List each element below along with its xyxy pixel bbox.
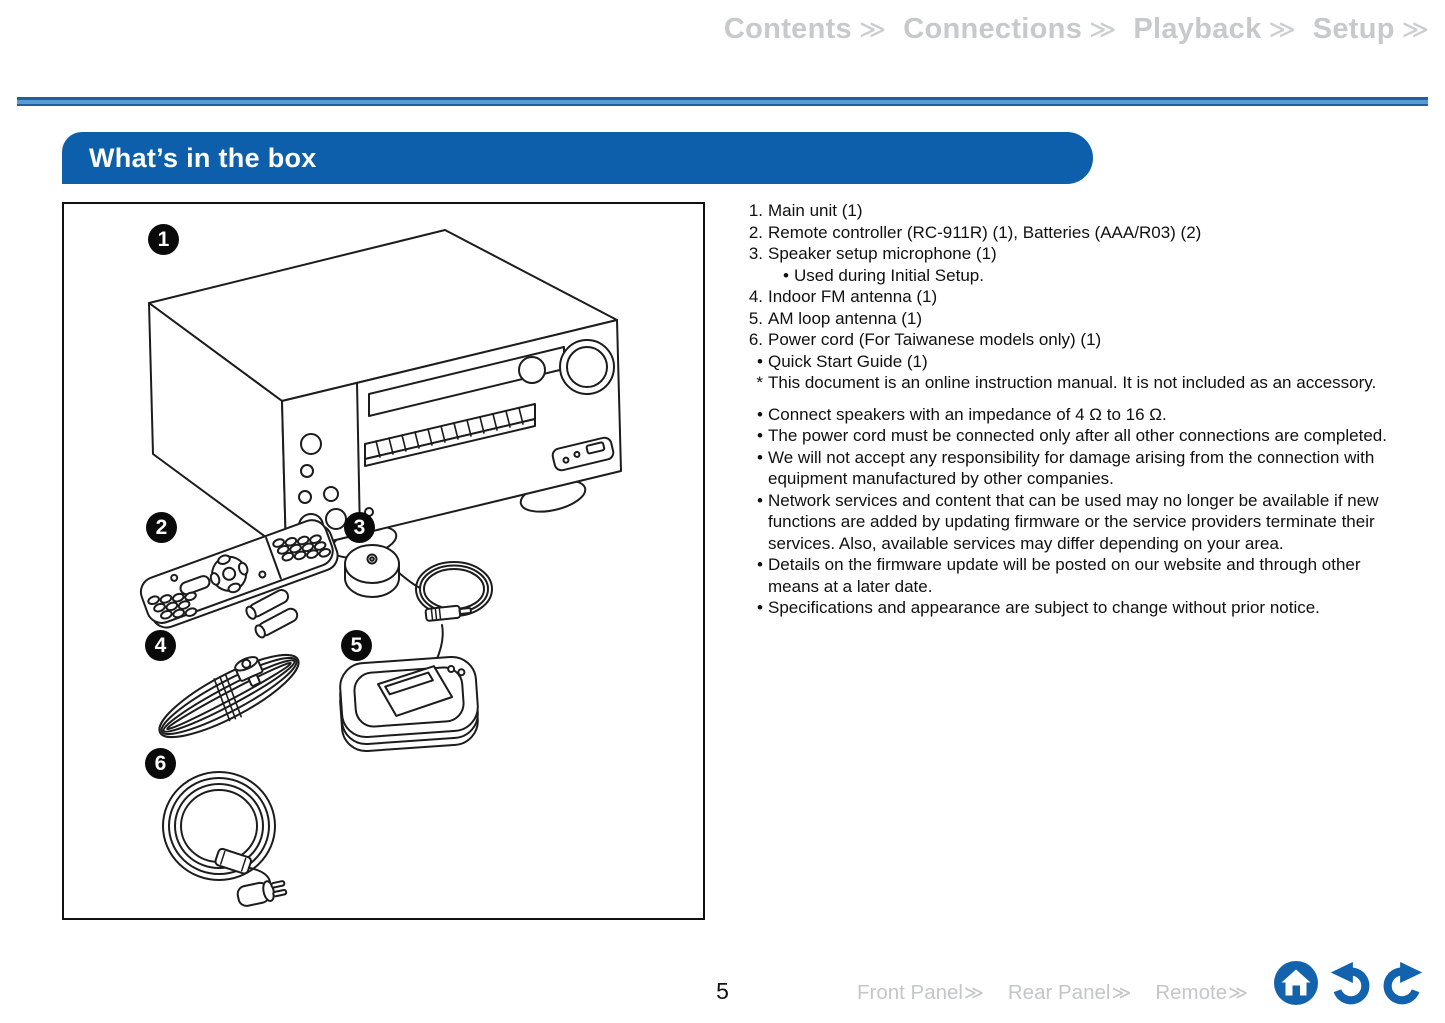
microphone-drawing bbox=[344, 544, 493, 622]
top-nav: Contents ≫ Connections ≫ Playback ≫ Setu… bbox=[724, 13, 1429, 46]
note-item: • We will not accept any responsibility … bbox=[742, 447, 1390, 490]
list-marker: 4. bbox=[748, 287, 763, 306]
chevron-right-icon: ≫ bbox=[963, 982, 984, 1004]
footer-link-rear-panel[interactable]: Rear Panel ≫ bbox=[1008, 981, 1131, 1005]
footer-link-label: Rear Panel bbox=[1007, 981, 1111, 1004]
receiver-drawing bbox=[148, 229, 622, 559]
chevron-right-icon: ≫ bbox=[1401, 15, 1429, 45]
notes-list: • Connect speakers with an impedance of … bbox=[742, 404, 1390, 619]
bullet-marker: • bbox=[757, 555, 763, 574]
fm-antenna-drawing bbox=[158, 653, 300, 739]
footer-icons bbox=[1272, 959, 1426, 1007]
chevron-right-icon: ≫ bbox=[858, 15, 887, 45]
accessories-illustration bbox=[139, 229, 622, 907]
bullet-marker: • bbox=[757, 598, 763, 617]
list-marker: 3. bbox=[748, 244, 763, 263]
note-text: Details on the firmware update will be p… bbox=[768, 555, 1361, 596]
note-text: The power cord must be connected only af… bbox=[768, 426, 1387, 445]
note-text: Network services and content that can be… bbox=[768, 490, 1379, 553]
chevron-right-icon: ≫ bbox=[1089, 15, 1117, 45]
section-header: What’s in the box bbox=[62, 132, 1093, 184]
note-item: • Specifications and appearance are subj… bbox=[742, 597, 1390, 619]
list-text: AM loop antenna (1) bbox=[768, 308, 923, 328]
list-text: Quick Start Guide (1) bbox=[768, 351, 928, 371]
list-marker: 1. bbox=[748, 201, 763, 220]
figure-box: 1 2 3 4 5 6 bbox=[62, 202, 705, 920]
nav-item-contents[interactable]: Contents ≫ bbox=[724, 13, 886, 46]
list-item: 5. AM loop antenna (1) bbox=[742, 308, 1390, 330]
list-text: Indoor FM antenna (1) bbox=[768, 287, 938, 306]
note-item: • Connect speakers with an impedance of … bbox=[742, 404, 1390, 426]
list-item: 4. Indoor FM antenna (1) bbox=[742, 286, 1390, 308]
list-item: 1. Main unit (1) bbox=[742, 200, 1390, 222]
list-marker: * bbox=[756, 373, 763, 392]
list-item-footnote: * This document is an online instruction… bbox=[742, 372, 1390, 394]
nav-item-label: Setup bbox=[1312, 13, 1395, 45]
list-marker: 2. bbox=[748, 222, 763, 242]
item-badge-1: 1 bbox=[148, 224, 179, 255]
list-marker: • bbox=[783, 265, 789, 285]
header-rule bbox=[17, 97, 1428, 106]
chevron-right-icon: ≫ bbox=[1268, 15, 1296, 45]
item-badge-6: 6 bbox=[145, 748, 176, 779]
remote-drawing bbox=[139, 519, 339, 639]
bullet-marker: • bbox=[757, 404, 763, 424]
section-title: What’s in the box bbox=[89, 142, 317, 173]
item-badge-5: 5 bbox=[341, 630, 372, 661]
note-text: Connect speakers with an impedance of 4 … bbox=[768, 404, 1167, 424]
note-text: Specifications and appearance are subjec… bbox=[768, 598, 1320, 617]
list-item: • Quick Start Guide (1) bbox=[742, 351, 1390, 373]
note-item: • Network services and content that can … bbox=[742, 490, 1390, 555]
item-badge-4: 4 bbox=[145, 630, 176, 661]
footer-links: Front Panel ≫ Rear Panel ≫ Remote ≫ bbox=[857, 981, 1248, 1005]
item-badge-3: 3 bbox=[344, 512, 375, 543]
power-cord-drawing bbox=[162, 771, 288, 907]
list-marker: 6. bbox=[748, 330, 763, 349]
redo-icon[interactable] bbox=[1380, 959, 1426, 1007]
nav-item-label: Contents bbox=[723, 13, 852, 45]
footer-link-label: Front Panel bbox=[857, 981, 963, 1004]
item-badge-2: 2 bbox=[146, 512, 177, 543]
nav-item-playback[interactable]: Playback ≫ bbox=[1133, 13, 1295, 46]
bullet-marker: • bbox=[757, 447, 763, 467]
list-text: Remote controller (RC-911R) (1), Batteri… bbox=[768, 222, 1202, 242]
nav-item-label: Connections bbox=[903, 13, 1083, 45]
nav-item-setup[interactable]: Setup ≫ bbox=[1313, 13, 1429, 46]
list-item-sub: • Used during Initial Setup. bbox=[768, 265, 1390, 287]
list-text: Used during Initial Setup. bbox=[794, 265, 984, 285]
note-item: • The power cord must be connected only … bbox=[742, 425, 1390, 447]
chevron-right-icon: ≫ bbox=[1228, 982, 1248, 1004]
list-item: 3. Speaker setup microphone (1) bbox=[742, 243, 1390, 265]
list-text: Speaker setup microphone (1) bbox=[768, 244, 997, 263]
bullet-marker: • bbox=[757, 490, 763, 510]
nav-item-connections[interactable]: Connections ≫ bbox=[903, 13, 1116, 46]
home-icon[interactable] bbox=[1272, 959, 1320, 1007]
list-marker: • bbox=[757, 351, 763, 371]
list-text: Power cord (For Taiwanese models only) (… bbox=[768, 330, 1102, 349]
footer-link-remote[interactable]: Remote ≫ bbox=[1155, 981, 1248, 1005]
list-item: 6. Power cord (For Taiwanese models only… bbox=[742, 329, 1390, 351]
page-number: 5 bbox=[716, 978, 729, 1004]
bullet-marker: • bbox=[757, 426, 763, 445]
list-text: This document is an online instruction m… bbox=[768, 373, 1377, 392]
footer-link-front-panel[interactable]: Front Panel ≫ bbox=[857, 981, 984, 1005]
content-column: 1. Main unit (1) 2. Remote controller (R… bbox=[742, 200, 1390, 619]
list-text: Main unit (1) bbox=[768, 201, 863, 220]
list-item: 2. Remote controller (RC-911R) (1), Batt… bbox=[742, 222, 1390, 244]
nav-item-label: Playback bbox=[1133, 13, 1262, 45]
am-antenna-drawing bbox=[339, 624, 479, 753]
chevron-right-icon: ≫ bbox=[1111, 982, 1132, 1004]
list-marker: 5. bbox=[748, 308, 763, 328]
undo-icon[interactable] bbox=[1327, 959, 1373, 1007]
footer-link-label: Remote bbox=[1155, 981, 1228, 1004]
note-text: We will not accept any responsibility fo… bbox=[768, 447, 1375, 489]
note-item: • Details on the firmware update will be… bbox=[742, 554, 1390, 597]
